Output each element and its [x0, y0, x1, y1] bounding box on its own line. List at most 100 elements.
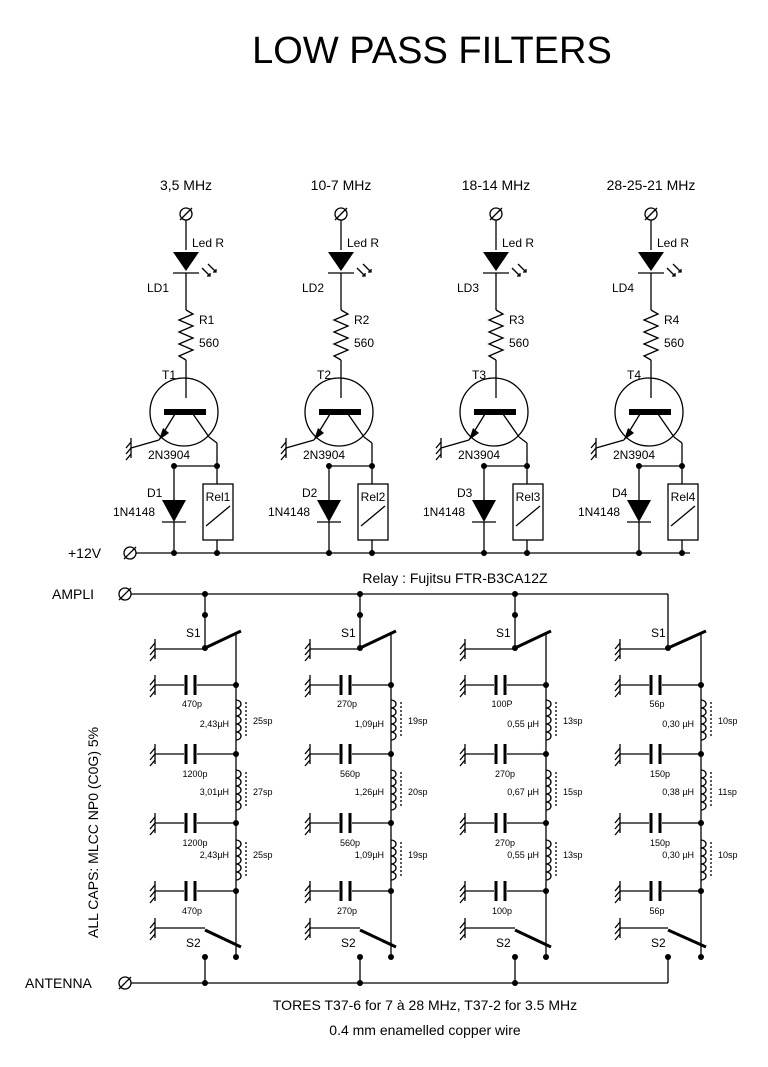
inductor: [700, 769, 707, 811]
inductor-turns: 13sp: [563, 716, 583, 726]
resistor-value-label: 560: [199, 336, 219, 350]
band-3-5-mhz: 3,5 MHz Led R LD1 R1 560: [113, 177, 273, 986]
inductor-turns: 27sp: [253, 787, 273, 797]
led: [638, 252, 682, 277]
transistor-ref-label: T2: [317, 368, 331, 382]
diode: [317, 500, 341, 522]
transistor-ref-label: T3: [472, 368, 486, 382]
gnd: [304, 813, 311, 836]
inductor-turns: 25sp: [253, 716, 273, 726]
ground-symbol: [590, 438, 625, 461]
driver-circuit: 3,5 MHz Led R LD1 R1 560: [113, 177, 234, 556]
resistor: [487, 309, 505, 361]
relay-ref-label: Rel1: [206, 490, 231, 504]
wire-note: 0.4 mm enamelled copper wire: [329, 1022, 521, 1038]
driver-circuit: 18-14 MHz Led R LD3 R3 560: [423, 177, 544, 556]
diode-ref-label: D4: [612, 486, 628, 500]
led: [328, 252, 372, 277]
inductor-turns: 13sp: [563, 850, 583, 860]
inductor-turns: 11sp: [718, 787, 737, 797]
led-type-label: Led R: [347, 236, 379, 250]
inductor-turns: 10sp: [718, 850, 738, 860]
resistor-ref-label: R4: [664, 313, 680, 327]
gnd: [459, 918, 466, 941]
gnd: [304, 881, 311, 904]
switch-s1-label: S1: [341, 626, 356, 640]
relay-ref-label: Rel4: [671, 490, 696, 504]
band-frequency: 3,5 MHz: [160, 177, 212, 193]
inductor-turns: 20sp: [408, 787, 428, 797]
switch-s2-label: S2: [186, 936, 201, 950]
capacitor-value: 100p: [492, 906, 512, 916]
inductor-turns: 25sp: [253, 850, 273, 860]
gnd: [304, 675, 311, 698]
resistor-value-label: 560: [354, 336, 374, 350]
capacitor-value: 1200p: [182, 769, 207, 779]
supply-label: +12V: [68, 545, 102, 561]
ground-symbol: [125, 438, 160, 461]
led-type-label: Led R: [657, 236, 689, 250]
transistor: [614, 377, 684, 466]
led-type-label: Led R: [192, 236, 224, 250]
inductor-value: 0,30 µH: [662, 719, 694, 729]
led-ref-label: LD1: [147, 281, 169, 295]
filter-circuit: S1 270p 1,09µH 19sp 560p 1,26µH 20sp: [304, 591, 428, 986]
led-ref-label: LD3: [457, 281, 479, 295]
capacitor-value: 270p: [495, 838, 515, 848]
gnd: [149, 675, 156, 698]
gnd: [614, 918, 621, 941]
inductor-turns: 15sp: [563, 787, 583, 797]
diode: [627, 500, 651, 522]
capacitor-value: 560p: [340, 838, 360, 848]
caps-note: ALL CAPS: MLCC NP0 (C0G) 5%: [85, 727, 101, 938]
led-ref-label: LD4: [612, 281, 634, 295]
led: [173, 252, 217, 277]
ampli-bus: AMPLI: [52, 586, 668, 602]
gnd: [304, 918, 311, 941]
diode: [472, 500, 496, 522]
inductor-turns: 19sp: [408, 716, 428, 726]
antenna-label: ANTENNA: [25, 975, 93, 991]
switch-s1-label: S1: [651, 626, 666, 640]
inductor-turns: 10sp: [718, 716, 738, 726]
led-type-label: Led R: [502, 236, 534, 250]
resistor: [642, 309, 660, 361]
gnd: [459, 881, 466, 904]
band-18-14-mhz: 18-14 MHz Led R LD3 R3 560: [423, 177, 583, 986]
transistor-type-label: 2N3904: [613, 448, 655, 462]
diode-ref-label: D2: [302, 486, 318, 500]
switch-s2-label: S2: [496, 936, 511, 950]
inductor: [700, 699, 707, 741]
relay-coil: [667, 483, 699, 541]
band-frequency: 18-14 MHz: [462, 177, 530, 193]
diode-ref-label: D3: [457, 486, 473, 500]
inductor: [545, 699, 552, 741]
inductor-value: 2,43µH: [200, 719, 229, 729]
inductor-value: 1,09µH: [355, 850, 384, 860]
gnd: [614, 744, 621, 767]
inductor: [390, 839, 397, 881]
transistor: [304, 377, 374, 466]
inductor-value: 0,67 µH: [507, 787, 539, 797]
gnd: [304, 639, 311, 662]
gnd: [459, 813, 466, 836]
capacitor-value: 270p: [337, 906, 357, 916]
relay-coil: [202, 483, 234, 541]
inductor-value: 0,55 µH: [507, 719, 539, 729]
inductor: [545, 839, 552, 881]
capacitor-value: 270p: [495, 769, 515, 779]
gnd: [459, 675, 466, 698]
capacitor-value: 150p: [650, 838, 670, 848]
relay-ref-label: Rel3: [516, 490, 541, 504]
inductor: [700, 839, 707, 881]
resistor-ref-label: R3: [509, 313, 525, 327]
toroid-note: TORES T37-6 for 7 à 28 MHz, T37-2 for 3.…: [273, 997, 577, 1013]
ground-symbol: [435, 438, 470, 461]
gnd: [149, 918, 156, 941]
diode-ref-label: D1: [147, 486, 163, 500]
diode-type-label: 1N4148: [423, 505, 465, 519]
led-ref-label: LD2: [302, 281, 324, 295]
inductor: [235, 839, 242, 881]
page-title: LOW PASS FILTERS: [252, 30, 612, 72]
inductor-value: 1,09µH: [355, 719, 384, 729]
